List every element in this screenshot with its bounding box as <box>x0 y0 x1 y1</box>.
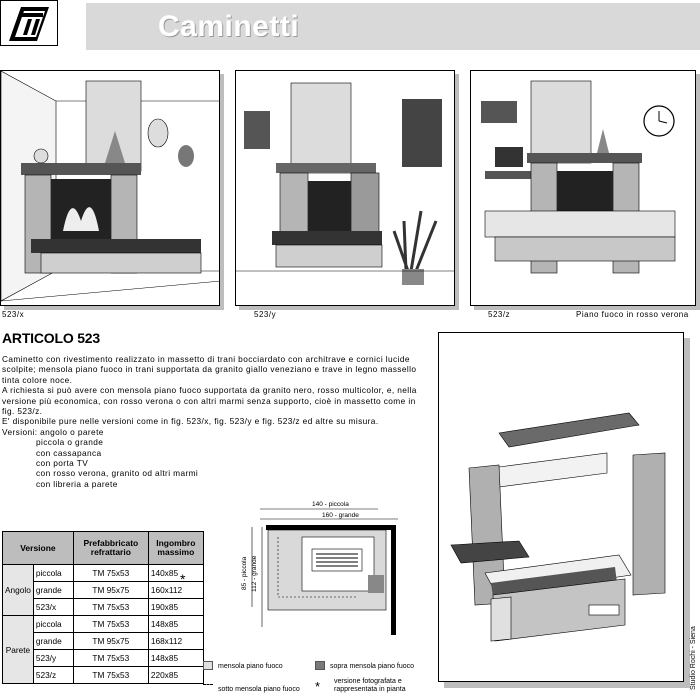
row-label: grande <box>32 632 74 650</box>
version-item: con cassapanca <box>36 447 102 458</box>
header-ingombro: Ingombro massimo <box>147 531 204 565</box>
row-pref: TM 95x75 <box>72 581 149 599</box>
row-pref: TM 75x53 <box>72 564 149 582</box>
group-label: Angolo <box>2 564 34 616</box>
dim-side-small: 85 - piccola <box>241 556 248 590</box>
legend-versione-2: rappresentata in pianta <box>334 686 406 693</box>
row-ingombro: 148x85 <box>147 615 204 633</box>
table-header-row: Versione Prefabbricato refrattario Ingom… <box>2 531 204 565</box>
description-paragraph: A richiesta si può avere con mensola pia… <box>2 385 417 417</box>
dim-side-large: 112 - grande <box>251 555 258 592</box>
group-label: Parete <box>2 615 34 684</box>
row-ingombro: 160x112 <box>147 581 204 599</box>
table-row: Parete piccola TM 75x53 148x85 <box>2 615 204 684</box>
header-prefabbricato: Prefabbricato refrattario <box>72 531 149 565</box>
table-row: grande TM 95x75 168x112 <box>3 632 204 650</box>
row-ingombro: 190x85 <box>147 598 204 616</box>
row-label: piccola <box>32 615 74 633</box>
description-paragraph: Caminetto con rivestimento realizzato in… <box>2 354 417 385</box>
fireplace-photo-523z <box>470 70 696 306</box>
page-title: Caminetti <box>158 10 300 43</box>
legend-dashed-line <box>203 684 213 685</box>
fireplace-photo-523y <box>235 70 455 306</box>
version-item: con rosso verona, granito od altri marmi <box>36 468 199 479</box>
article-title: ARTICOLO 523 <box>2 330 100 346</box>
legend-sotto: sotto mensola piano fuoco <box>218 686 300 693</box>
row-pref: TM 75x53 <box>72 615 149 633</box>
header-versione: Versione <box>2 531 74 565</box>
table-row: grande TM 95x75 160x112 <box>3 581 204 599</box>
legend-mensola: mensola piano fuoco <box>218 663 283 670</box>
row-pref: TM 75x53 <box>72 666 149 684</box>
caption-523x: 523/x <box>2 310 25 319</box>
legend-versione-1: versione fotografata e <box>334 678 402 685</box>
legend-swatch-light <box>203 661 213 670</box>
row-ingombro: 140x85 <box>147 564 204 582</box>
table-row: Angolo piccola TM 75x53 140x85 <box>2 564 204 616</box>
company-logo <box>0 0 58 46</box>
table-row: 523/y TM 75x53 148x85 <box>3 649 204 667</box>
legend-sopra: sopra mensola piano fuoco <box>330 663 415 670</box>
row-label: grande <box>32 581 74 599</box>
title-bar <box>86 3 700 50</box>
row-label: 523/x <box>32 598 74 616</box>
row-label: 523/y <box>32 649 74 667</box>
row-pref: TM 75x53 <box>72 598 149 616</box>
description-paragraph: E' disponibile pure nelle versioni come … <box>2 416 379 427</box>
version-item: con libreria a parete <box>36 478 118 489</box>
dim-top-large: 160 - grande <box>322 512 359 519</box>
versions-table: Versione Prefabbricato refrattario Ingom… <box>2 531 204 684</box>
table-row: 523/z TM 75x53 220x85 <box>3 666 204 684</box>
exploded-diagram <box>438 332 684 682</box>
versions-list: piccola o grande con cassapanca con port… <box>2 437 422 489</box>
row-label: piccola <box>32 564 74 582</box>
row-label: 523/z <box>32 666 74 684</box>
row-ingombro: 168x112 <box>147 632 204 650</box>
row-ingombro: 220x85 <box>147 666 204 684</box>
version-item: piccola o grande <box>36 437 104 448</box>
fireplace-photo-523x <box>0 70 220 306</box>
version-item: con porta TV <box>36 458 89 469</box>
caption-piano-fuoco: Piano fuoco in rosso verona <box>576 310 689 319</box>
legend-swatch-dark <box>315 661 325 670</box>
photographed-version-star: * <box>180 571 186 587</box>
dim-top-small: 140 - piccola <box>312 501 349 508</box>
caption-523y: 523/y <box>254 310 277 319</box>
article-description: Caminetto con rivestimento realizzato in… <box>2 354 422 489</box>
row-ingombro: 148x85 <box>147 649 204 667</box>
row-pref: TM 75x53 <box>72 649 149 667</box>
caption-523z: 523/z <box>488 310 511 319</box>
table-row: 523/x TM 75x53 190x85 <box>3 598 204 616</box>
row-pref: TM 95x75 <box>72 632 149 650</box>
floor-plan <box>238 497 398 637</box>
photo-credit: Studio Rochi - Siena <box>690 626 697 690</box>
versions-heading: Versioni: angolo o parete <box>2 426 104 437</box>
legend-star: * <box>315 679 321 694</box>
